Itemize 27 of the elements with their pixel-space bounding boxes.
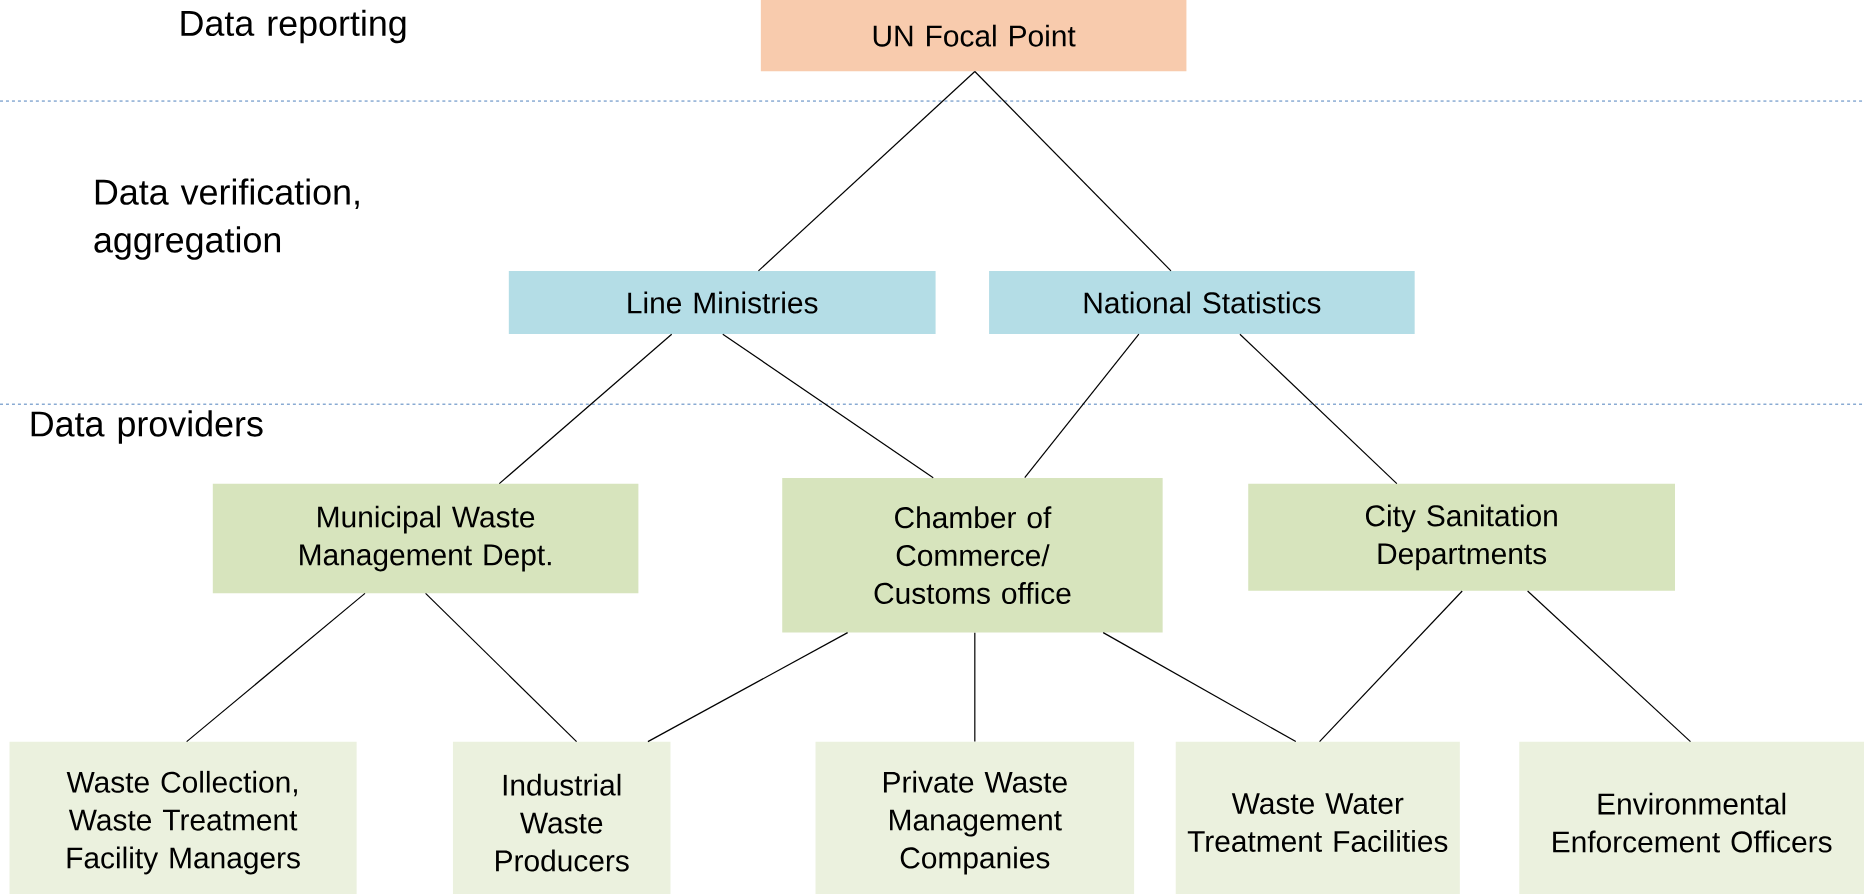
connector-line <box>186 592 366 743</box>
connector-line <box>974 632 976 743</box>
process-box: Waste Collection, Waste Treatment Facility Managers <box>9 741 357 894</box>
level-label: Data providers <box>31 410 263 444</box>
process-box: Private Waste Management Companies <box>815 741 1135 894</box>
process-box: Municipal Waste Management Dept. <box>212 483 639 594</box>
connector-line <box>1527 590 1692 743</box>
level-label: Data verification, aggregation <box>94 178 359 260</box>
process-box: City Sanitation Departments <box>1248 483 1675 591</box>
connector-line <box>498 333 673 485</box>
connector-line <box>757 70 976 272</box>
process-box: Waste Water Treatment Facilities <box>1175 741 1460 894</box>
process-box: Environmental Enforcement Officers <box>1519 741 1864 894</box>
connector-line <box>1239 333 1398 485</box>
process-box: UN Focal Point <box>760 0 1187 72</box>
connector-line <box>1024 333 1140 479</box>
connector-line <box>647 632 849 743</box>
process-box: Line Ministries <box>508 271 936 335</box>
connector-line <box>974 70 1172 272</box>
level-label: Data reporting <box>181 9 406 44</box>
connector-line <box>425 592 578 743</box>
process-box: National Statistics <box>989 271 1415 335</box>
connector-line <box>1318 590 1463 743</box>
connector-line <box>1102 632 1297 743</box>
process-box: Chamber of Commerce/ Customs office <box>782 477 1163 633</box>
process-box: Industrial Waste Producers <box>452 741 671 894</box>
connector-line <box>722 333 934 479</box>
